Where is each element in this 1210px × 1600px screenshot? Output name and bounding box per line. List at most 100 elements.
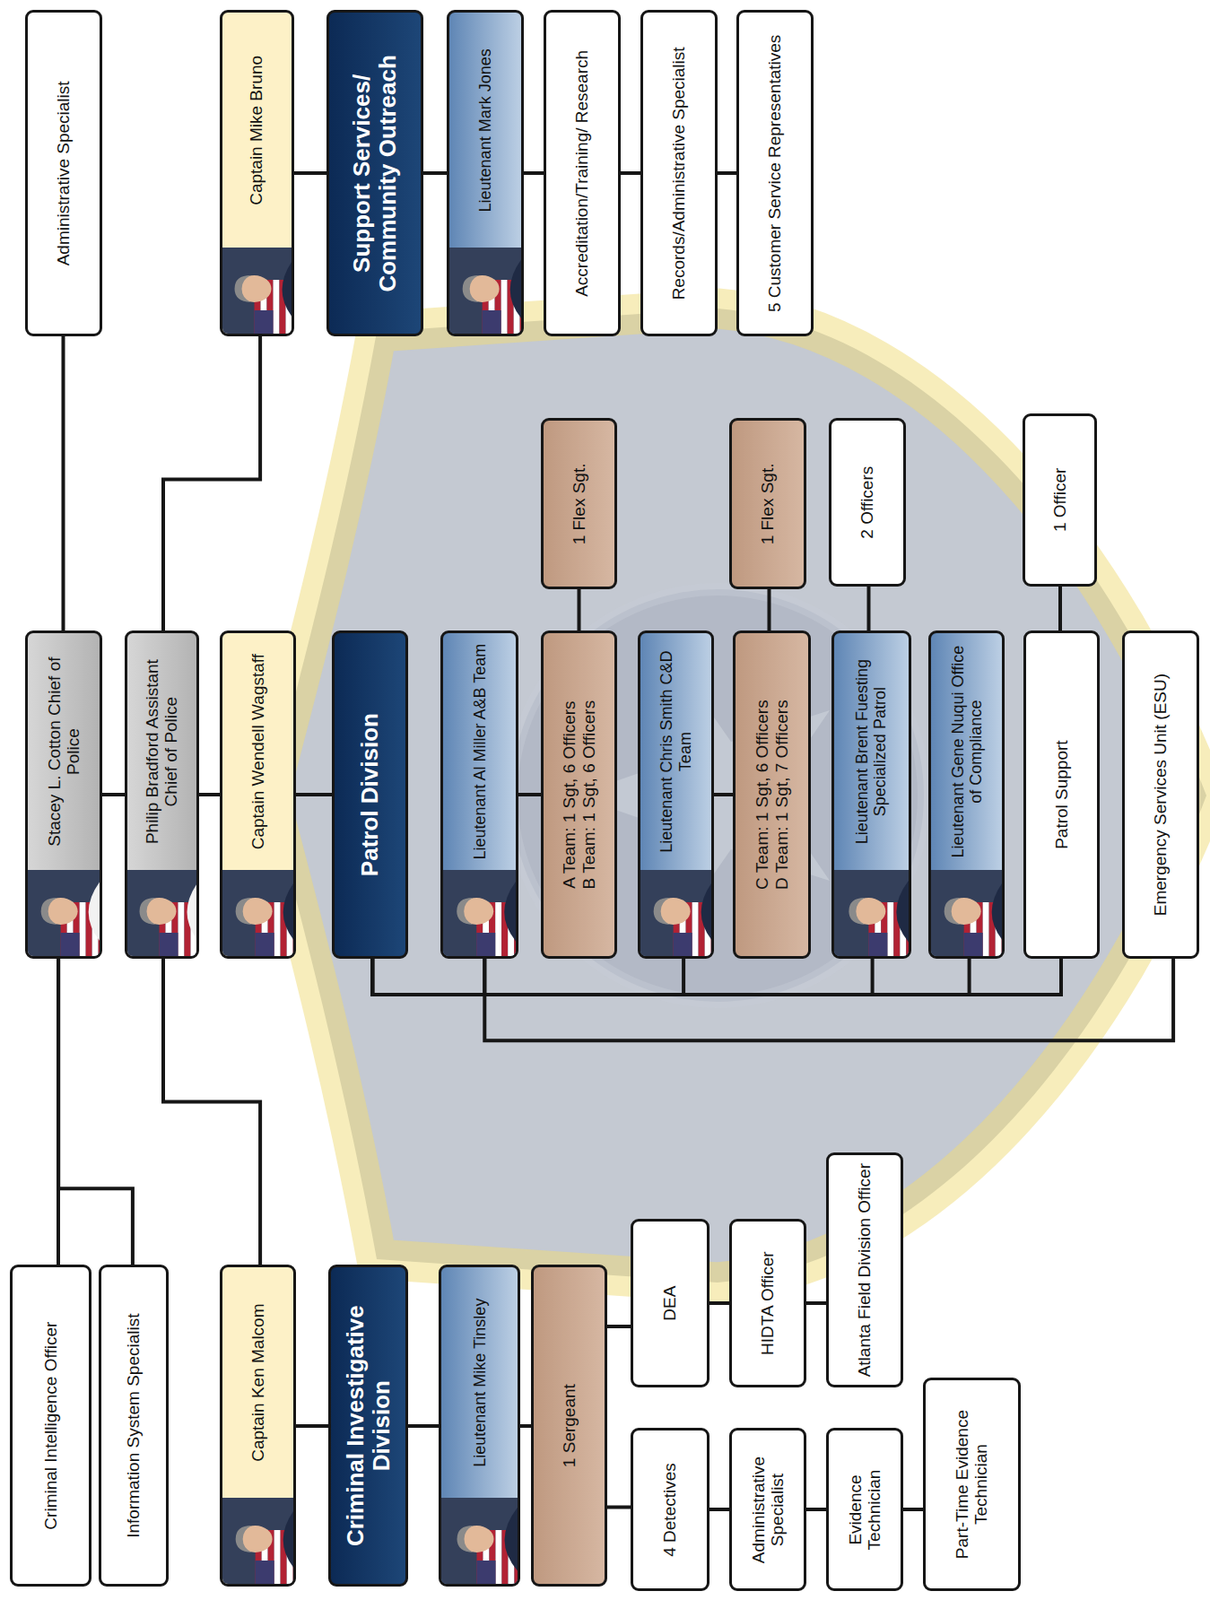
box-text: Lieutenant Al Miller A&B Team (470, 640, 489, 863)
portrait-photo (931, 870, 1002, 957)
connector-line (372, 958, 969, 995)
box-text: 1 Sergeant (559, 1275, 579, 1577)
org-box: Lieutenant Brent Fuesting Specialized Pa… (831, 630, 912, 959)
box-text: D Team: 1 Sgt, 7 Officers (772, 640, 792, 949)
box-text: 1 Flex Sgt. (757, 427, 777, 580)
box-text: Stacey L. Cotton Chief of Police (44, 640, 84, 863)
box-text: 1 Flex Sgt. (569, 427, 589, 580)
box-text: Patrol Division (356, 640, 384, 949)
box-text: Information System Specialist (123, 1275, 143, 1577)
box-text: Administrative Specialist (53, 19, 73, 327)
box-text: Emergency Services Unit (ESU) (1150, 640, 1170, 949)
box-text: Patrol Support (1052, 640, 1071, 949)
connector-line (372, 958, 485, 995)
connector-line (1058, 586, 1063, 631)
box-text: Lieutenant Brent Fuesting Specialized Pa… (853, 640, 889, 863)
box-text: 4 Detectives (660, 1438, 679, 1583)
org-box: 1 Flex Sgt. (729, 417, 806, 590)
box-text: Support Services/ Community Outreach (348, 19, 401, 327)
org-box: Captain Mike Bruno (219, 9, 295, 337)
connector-line (713, 792, 733, 797)
connector-line (805, 1301, 827, 1306)
org-box: HIDTA Officer (729, 1218, 806, 1388)
connector-line (101, 792, 125, 797)
portrait-photo (449, 247, 521, 334)
org-box: Information System Specialist (98, 1265, 168, 1587)
org-box: Lieutenant Gene Nuqui Office of Complian… (928, 630, 1005, 959)
org-box: Administrative Specialist (729, 1428, 806, 1593)
connector-line (767, 589, 772, 631)
connector-line (902, 1507, 923, 1512)
box-text: Administrative Specialist (748, 1438, 788, 1583)
connector-line (607, 1324, 631, 1329)
org-box: Patrol Division (331, 630, 409, 959)
portrait-photo (222, 870, 294, 957)
connector-line (372, 958, 1062, 995)
box-text: 1 Officer (1050, 423, 1070, 577)
connector-line (522, 171, 544, 175)
org-box: 4 Detectives (630, 1428, 710, 1593)
org-box: Lieutenant Al Miller A&B Team (440, 630, 518, 959)
org-box: Stacey L. Cotton Chief of Police (25, 630, 102, 959)
box-text: HIDTA Officer (757, 1228, 777, 1378)
box-text: Captain Wendell Wagstaff (248, 640, 268, 863)
org-box: Accreditation/Training/ Research (543, 9, 620, 337)
connector-line (163, 336, 261, 631)
portrait-photo (834, 870, 909, 957)
org-box: Evidence Technician (826, 1428, 903, 1593)
box-text: 5 Customer Service Representatives (765, 19, 784, 327)
connector-line (709, 1507, 730, 1512)
connector-line (408, 1424, 439, 1428)
connector-line (423, 171, 447, 175)
box-text: Criminal Investigative Division (342, 1275, 395, 1577)
connector-line (294, 171, 327, 175)
connector-line (805, 1507, 827, 1512)
box-text: A Team: 1 Sgt, 6 Officers (559, 640, 579, 949)
connector-line (295, 792, 332, 797)
org-box: 1 Officer (1022, 413, 1097, 587)
org-box: A Team: 1 Sgt, 6 OfficersB Team: 1 Sgt, … (540, 630, 618, 959)
connector-line (484, 958, 1174, 1041)
org-box: Emergency Services Unit (ESU) (1122, 630, 1199, 959)
org-box: DEA (630, 1218, 710, 1388)
org-box: Philip Bradford Assistant Chief of Polic… (124, 630, 200, 959)
box-text: Records/Administrative Specialist (669, 19, 688, 327)
org-box: Captain Wendell Wagstaff (219, 630, 296, 959)
box-text: Atlanta Field Division Officer (854, 1162, 874, 1378)
org-box: 1 Flex Sgt. (540, 417, 618, 590)
box-text: Captain Mike Bruno (246, 19, 266, 241)
org-box: Criminal Intelligence Officer (9, 1265, 92, 1587)
org-box: Lieutenant Chris Smith C&D Team (637, 630, 714, 959)
connector-line (619, 171, 641, 175)
connector-line (709, 1301, 730, 1306)
org-box: Lieutenant Mark Jones (446, 9, 523, 337)
org-box: C Team: 1 Sgt, 6 OfficersD Team: 1 Sgt, … (732, 630, 812, 959)
org-box: Atlanta Field Division Officer (826, 1152, 903, 1388)
box-text: C Team: 1 Sgt, 6 Officers (752, 640, 772, 949)
connector-line (61, 336, 66, 631)
box-text: 2 Officers (857, 427, 877, 577)
box-text: Evidence Technician (845, 1438, 885, 1583)
connector-line (520, 1424, 532, 1428)
connector-line (58, 958, 133, 1266)
connector-line (372, 958, 872, 995)
box-text: Captain Ken Malcom (248, 1275, 268, 1491)
connector-line (867, 586, 871, 631)
portrait-photo (222, 247, 292, 334)
box-text: Accreditation/Training/ Research (572, 19, 592, 327)
connector-line (163, 958, 261, 1266)
org-box: Support Services/ Community Outreach (326, 9, 424, 337)
org-box: Criminal Investigative Division (328, 1265, 409, 1587)
connector-line (517, 792, 541, 797)
portrait-photo (27, 870, 99, 957)
connector-line (295, 1424, 329, 1428)
portrait-photo (443, 870, 515, 957)
org-box: 5 Customer Service Representatives (736, 9, 813, 337)
connector-line (372, 958, 684, 995)
connector-line (607, 1505, 631, 1510)
org-box: Lieutenant Mike Tinsley (438, 1265, 521, 1587)
box-text: Criminal Intelligence Officer (41, 1275, 61, 1577)
org-box: Captain Ken Malcom (219, 1265, 296, 1587)
portrait-photo (441, 1497, 518, 1585)
